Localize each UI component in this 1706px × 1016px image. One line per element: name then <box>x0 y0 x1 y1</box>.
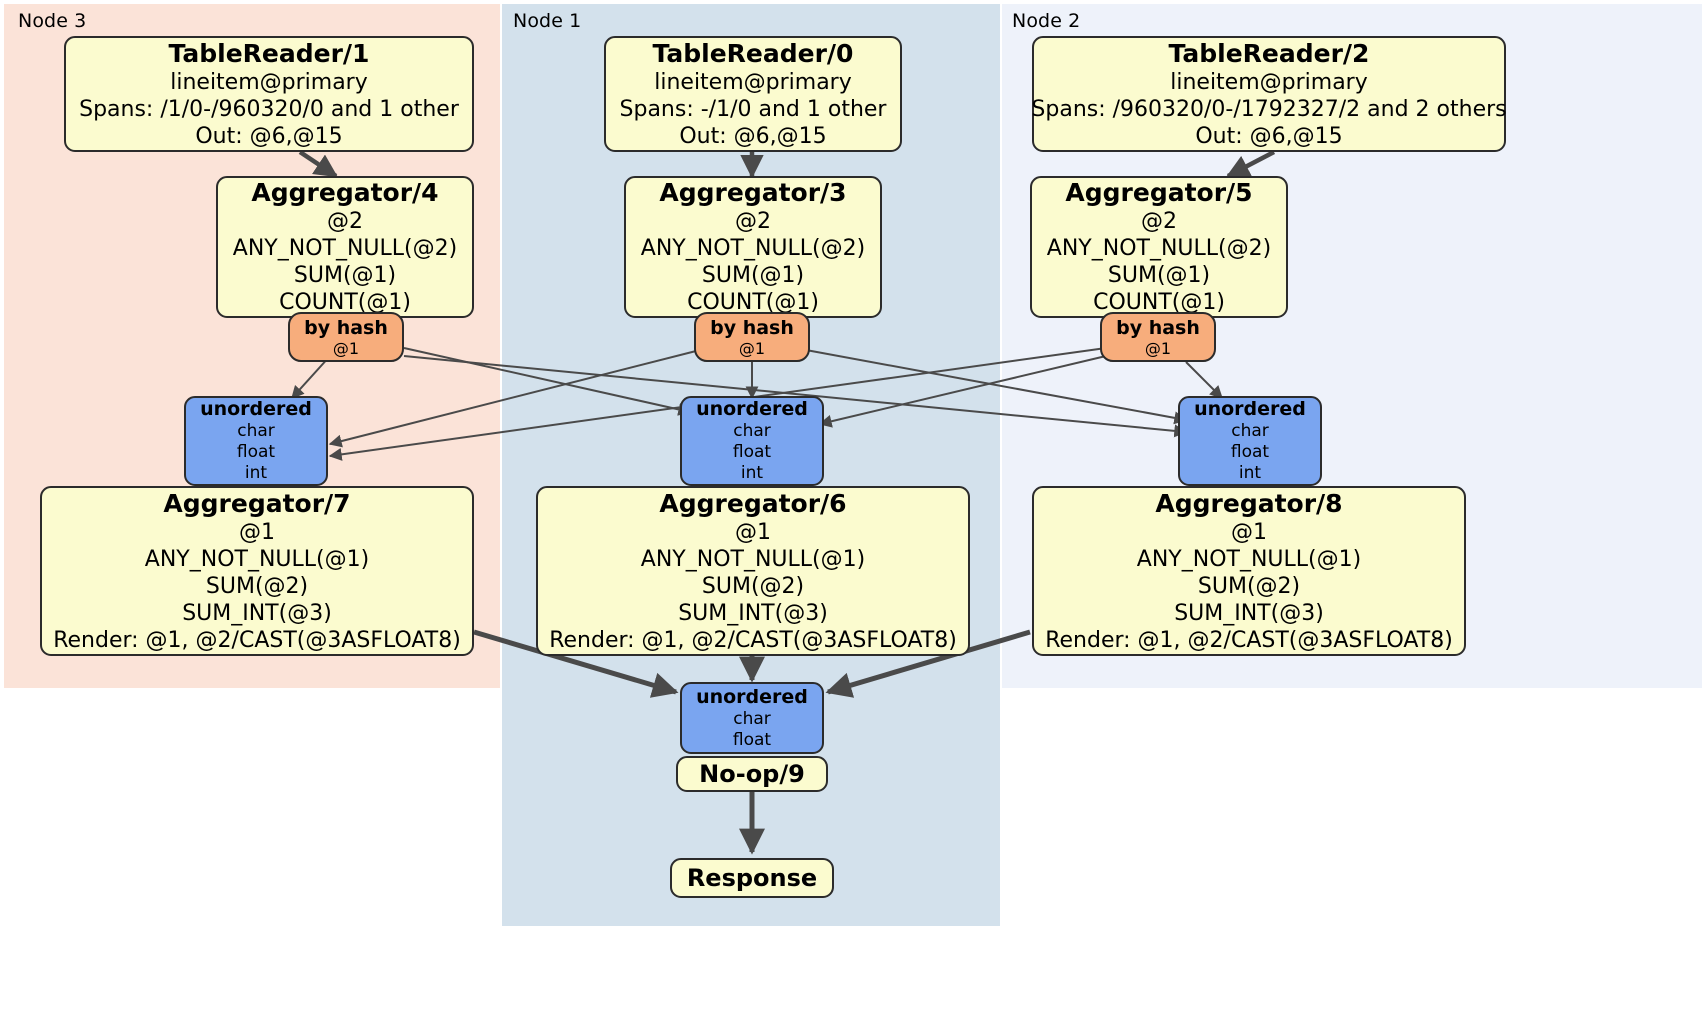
node-title: Aggregator/7 <box>163 488 351 518</box>
sync-detail-line: float <box>1230 442 1270 462</box>
node-detail-line: SUM(@1) <box>293 263 397 288</box>
processor-aggregator-3[interactable]: Aggregator/3 @2 ANY_NOT_NULL(@2) SUM(@1)… <box>624 176 882 318</box>
node-detail-line: SUM(@2) <box>1197 573 1301 599</box>
processor-aggregator-4[interactable]: Aggregator/4 @2 ANY_NOT_NULL(@2) SUM(@1)… <box>216 176 474 318</box>
node-detail-line: Spans: -/1/0 and 1 other <box>619 96 887 122</box>
processor-noop-9[interactable]: No-op/9 <box>676 756 828 792</box>
sync-detail-line: float <box>236 442 276 462</box>
node-detail-line: ANY_NOT_NULL(@1) <box>640 546 866 572</box>
node-detail-line: ANY_NOT_NULL(@1) <box>1136 546 1362 572</box>
synchronizer-unordered-center[interactable]: unordered char float int <box>680 396 824 486</box>
sync-detail-line: char <box>237 421 275 441</box>
node-detail-line: @1 <box>239 519 275 545</box>
node-title: Aggregator/6 <box>659 488 847 518</box>
processor-tablereader-0[interactable]: TableReader/0 lineitem@primary Spans: -/… <box>604 36 902 152</box>
sync-detail-line: char <box>1231 421 1269 441</box>
sync-title: unordered <box>1194 398 1306 420</box>
sync-detail-line: int <box>1238 463 1262 483</box>
router-detail-line: @1 <box>738 338 766 358</box>
response-sink[interactable]: Response <box>670 858 834 898</box>
node-detail-line: @2 <box>327 209 363 234</box>
processor-tablereader-2[interactable]: TableReader/2 lineitem@primary Spans: /9… <box>1031 36 1507 152</box>
processor-aggregator-6[interactable]: Aggregator/6 @1 ANY_NOT_NULL(@1) SUM(@2)… <box>536 486 970 656</box>
node-detail-line: ANY_NOT_NULL(@2) <box>232 236 458 261</box>
sync-detail-line: char <box>733 421 771 441</box>
processor-aggregator-7[interactable]: Aggregator/7 @1 ANY_NOT_NULL(@1) SUM(@2)… <box>40 486 474 656</box>
node-detail-line: SUM(@1) <box>1107 263 1211 288</box>
node-detail-line: SUM(@1) <box>701 263 805 288</box>
node-detail-line: ANY_NOT_NULL(@2) <box>1046 236 1272 261</box>
node-title: TableReader/1 <box>168 38 370 68</box>
sync-title: unordered <box>696 685 808 708</box>
node-title: No-op/9 <box>699 760 805 788</box>
node-detail-line: Out: @6,@15 <box>195 123 343 149</box>
node-detail-line: @1 <box>1231 519 1267 545</box>
processor-aggregator-8[interactable]: Aggregator/8 @1 ANY_NOT_NULL(@1) SUM(@2)… <box>1032 486 1466 656</box>
node-detail-line: Out: @6,@15 <box>1195 123 1343 149</box>
router-by-hash-right[interactable]: by hash @1 <box>1100 312 1216 362</box>
node-detail-line: SUM_INT(@3) <box>182 600 332 626</box>
sync-title: unordered <box>696 398 808 420</box>
node-title: Aggregator/3 <box>659 178 847 207</box>
node-detail-line: Out: @6,@15 <box>679 123 827 149</box>
sync-detail-line: int <box>740 463 764 483</box>
panel-node2-label: Node 2 <box>1012 10 1081 32</box>
processor-tablereader-1[interactable]: TableReader/1 lineitem@primary Spans: /1… <box>64 36 474 152</box>
sync-detail-line: int <box>244 463 268 483</box>
node-detail-line: ANY_NOT_NULL(@2) <box>640 236 866 261</box>
router-title: by hash <box>304 316 388 339</box>
node-title: Aggregator/5 <box>1065 178 1253 207</box>
node-detail-line: @2 <box>1141 209 1177 234</box>
router-title: by hash <box>1116 316 1200 339</box>
node-detail-line: SUM(@2) <box>701 573 805 599</box>
node-detail-line: SUM_INT(@3) <box>1174 600 1324 626</box>
sync-detail-line: char <box>733 708 771 729</box>
router-by-hash-center[interactable]: by hash @1 <box>694 312 810 362</box>
node-title: Aggregator/8 <box>1155 488 1343 518</box>
node-detail-line: SUM(@2) <box>205 573 309 599</box>
synchronizer-unordered-final[interactable]: unordered char float <box>680 682 824 754</box>
node-detail-line: COUNT(@1) <box>1093 290 1225 315</box>
router-title: by hash <box>710 316 794 339</box>
node-title: Aggregator/4 <box>251 178 439 207</box>
sync-detail-line: float <box>732 442 772 462</box>
processor-aggregator-5[interactable]: Aggregator/5 @2 ANY_NOT_NULL(@2) SUM(@1)… <box>1030 176 1288 318</box>
node-detail-line: lineitem@primary <box>1170 69 1368 95</box>
node-detail-line: lineitem@primary <box>654 69 852 95</box>
node-title: Response <box>686 864 818 892</box>
node-detail-line: SUM_INT(@3) <box>678 600 828 626</box>
node-render-line: Render: @1, @2/CAST(@3ASFLOAT8) <box>53 627 461 653</box>
node-detail-line: @1 <box>735 519 771 545</box>
node-detail-line: COUNT(@1) <box>687 290 819 315</box>
router-detail-line: @1 <box>1144 338 1172 358</box>
node-detail-line: Spans: /960320/0-/1792327/2 and 2 others <box>1031 96 1507 122</box>
router-by-hash-left[interactable]: by hash @1 <box>288 312 404 362</box>
sync-title: unordered <box>200 398 312 420</box>
node-detail-line: lineitem@primary <box>170 69 368 95</box>
node-detail-line: ANY_NOT_NULL(@1) <box>144 546 370 572</box>
node-detail-line: COUNT(@1) <box>279 290 411 315</box>
node-detail-line: @2 <box>735 209 771 234</box>
node-detail-line: Spans: /1/0-/960320/0 and 1 other <box>79 96 459 122</box>
sync-detail-line: float <box>732 729 772 750</box>
panel-node3-label: Node 3 <box>18 10 87 32</box>
node-title: TableReader/2 <box>1168 38 1370 68</box>
node-render-line: Render: @1, @2/CAST(@3ASFLOAT8) <box>549 627 957 653</box>
panel-node1-label: Node 1 <box>513 10 582 32</box>
synchronizer-unordered-right[interactable]: unordered char float int <box>1178 396 1322 486</box>
node-render-line: Render: @1, @2/CAST(@3ASFLOAT8) <box>1045 627 1453 653</box>
node-title: TableReader/0 <box>652 38 854 68</box>
router-detail-line: @1 <box>332 338 360 358</box>
synchronizer-unordered-left[interactable]: unordered char float int <box>184 396 328 486</box>
